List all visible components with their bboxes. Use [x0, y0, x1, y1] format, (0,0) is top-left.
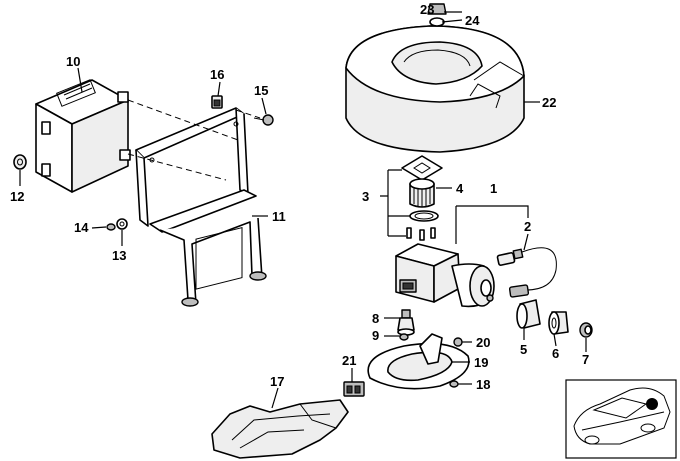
callout-labels: 1 2 3 4 5 6 7 8 9 10 11 12 13 14 15 16 1…: [10, 2, 589, 392]
callout-22: 22: [542, 95, 556, 110]
filter-set: [401, 155, 443, 241]
callout-19: 19: [474, 355, 488, 370]
location-marker-icon: [646, 398, 658, 410]
callout-16: 16: [210, 67, 224, 82]
callout-15: 15: [254, 83, 268, 98]
callout-20: 20: [476, 335, 490, 350]
mounting-bracket: [135, 107, 267, 307]
base-tray: [367, 333, 470, 390]
isolator-mounts: [516, 299, 593, 338]
callout-6: 6: [552, 346, 559, 361]
callout-24: 24: [465, 13, 480, 28]
callout-21: 21: [342, 353, 356, 368]
washer-nut: [106, 218, 128, 231]
callout-18: 18: [476, 377, 490, 392]
callout-12: 12: [10, 189, 24, 204]
grommet: [13, 154, 27, 170]
rubber-mount: [397, 309, 415, 341]
control-module: [35, 79, 131, 193]
screw: [253, 114, 274, 126]
callout-5: 5: [520, 342, 527, 357]
callout-3: 3: [362, 189, 369, 204]
callout-10: 10: [66, 54, 80, 69]
sensor-cable: [496, 247, 557, 298]
callout-23: 23: [420, 2, 434, 17]
clip: [211, 95, 223, 109]
cap-nut: [427, 3, 447, 27]
assembly-lines: [127, 99, 261, 181]
underfloor-cover: [211, 399, 349, 459]
pump-unit: [395, 243, 495, 308]
callout-9: 9: [372, 328, 379, 343]
callout-2: 2: [524, 219, 531, 234]
callout-11: 11: [272, 209, 286, 224]
callout-4: 4: [456, 181, 464, 196]
connector: [343, 381, 365, 397]
callout-8: 8: [372, 311, 379, 326]
callout-1: 1: [490, 181, 497, 196]
callout-13: 13: [112, 248, 126, 263]
callout-14: 14: [74, 220, 89, 235]
ring-housing: [345, 25, 525, 153]
leader-lines: [19, 11, 587, 409]
callout-7: 7: [582, 352, 589, 367]
vehicle-location-thumbnail: [565, 379, 677, 459]
callout-17: 17: [270, 374, 284, 389]
